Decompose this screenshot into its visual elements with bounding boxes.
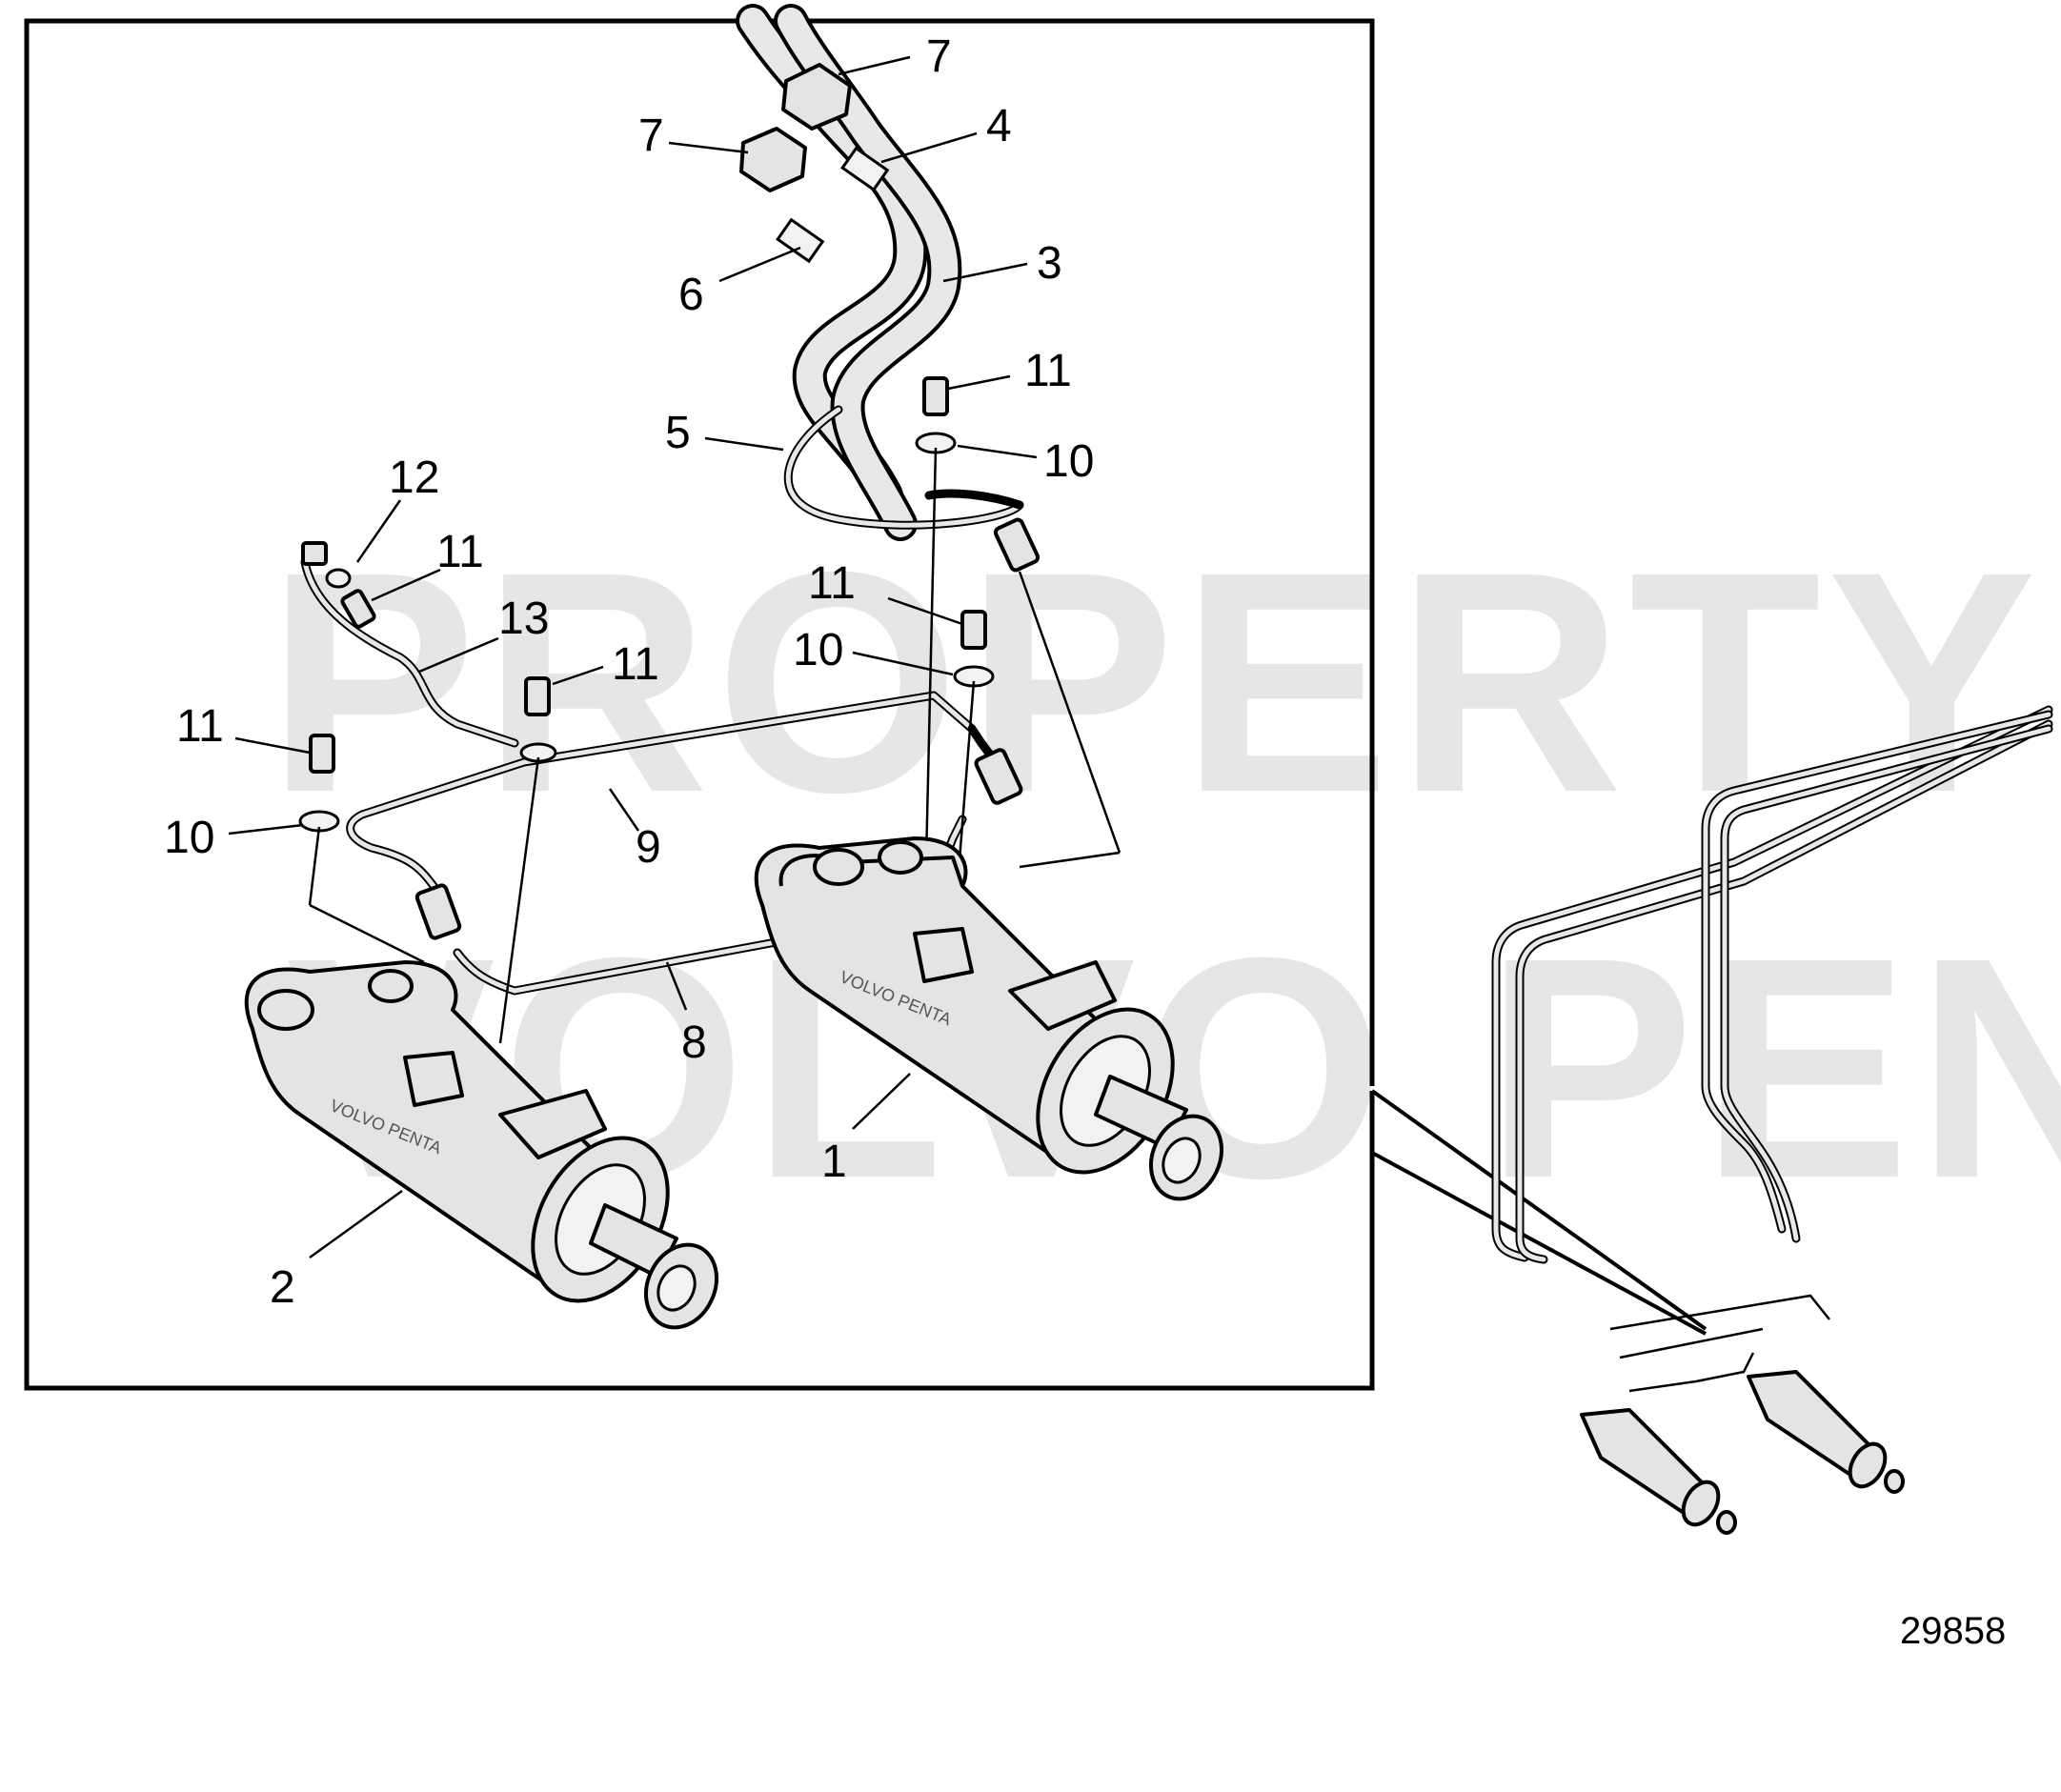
callout-7-left: 7 xyxy=(638,111,664,161)
screw-11-e xyxy=(309,734,335,774)
callout-3: 3 xyxy=(1037,238,1062,289)
cylinder-1: VOLVO PENTA xyxy=(754,836,1223,1201)
screw-11-a xyxy=(340,589,376,629)
fasteners xyxy=(298,376,1121,1044)
callout-11-mid-left: 11 xyxy=(612,639,659,690)
callout-11-center: 11 xyxy=(808,558,856,609)
callouts: 7 7 4 3 6 11 5 10 12 11 11 13 10 11 11 9 xyxy=(164,31,1094,1313)
callout-8: 8 xyxy=(681,1017,707,1068)
figure-number: 29858 xyxy=(1900,1610,2006,1652)
hose-nut-left xyxy=(739,127,807,192)
callout-11-far-left: 11 xyxy=(176,701,224,752)
callout-13: 13 xyxy=(498,594,549,644)
callout-1: 1 xyxy=(821,1137,847,1187)
fitting-5 xyxy=(993,517,1041,573)
callout-7-top: 7 xyxy=(926,31,952,82)
fitting-13 xyxy=(301,541,328,566)
callout-10-center: 10 xyxy=(793,625,843,675)
overview-drawing xyxy=(1491,705,2053,1535)
fitting-9-right xyxy=(974,748,1023,805)
screw-11-c xyxy=(960,610,987,650)
hose-nut-right xyxy=(781,63,852,131)
pipe-9 xyxy=(346,691,1023,940)
callout-4: 4 xyxy=(986,101,1012,151)
screw-11-b xyxy=(922,376,949,416)
callout-12: 12 xyxy=(389,453,439,503)
pipe-5 xyxy=(783,405,1041,573)
detail-frame xyxy=(24,18,1707,1391)
pipe-13 xyxy=(300,541,519,748)
callout-10-top: 10 xyxy=(1043,436,1094,487)
callout-6: 6 xyxy=(678,270,704,320)
steering-hoses xyxy=(736,4,962,541)
watermark-line-1: PROPERTY OF xyxy=(267,506,2061,857)
callout-11-near-12: 11 xyxy=(436,527,484,577)
callout-11-top: 11 xyxy=(1024,346,1072,396)
callout-5: 5 xyxy=(665,408,691,458)
screw-11-d xyxy=(524,676,551,716)
callout-9: 9 xyxy=(636,822,661,873)
callout-10-left: 10 xyxy=(164,813,214,863)
washer-12 xyxy=(325,568,352,589)
fitting-9-left xyxy=(414,883,462,940)
cylinder-2: VOLVO PENTA xyxy=(244,960,718,1330)
callout-2: 2 xyxy=(270,1262,295,1313)
